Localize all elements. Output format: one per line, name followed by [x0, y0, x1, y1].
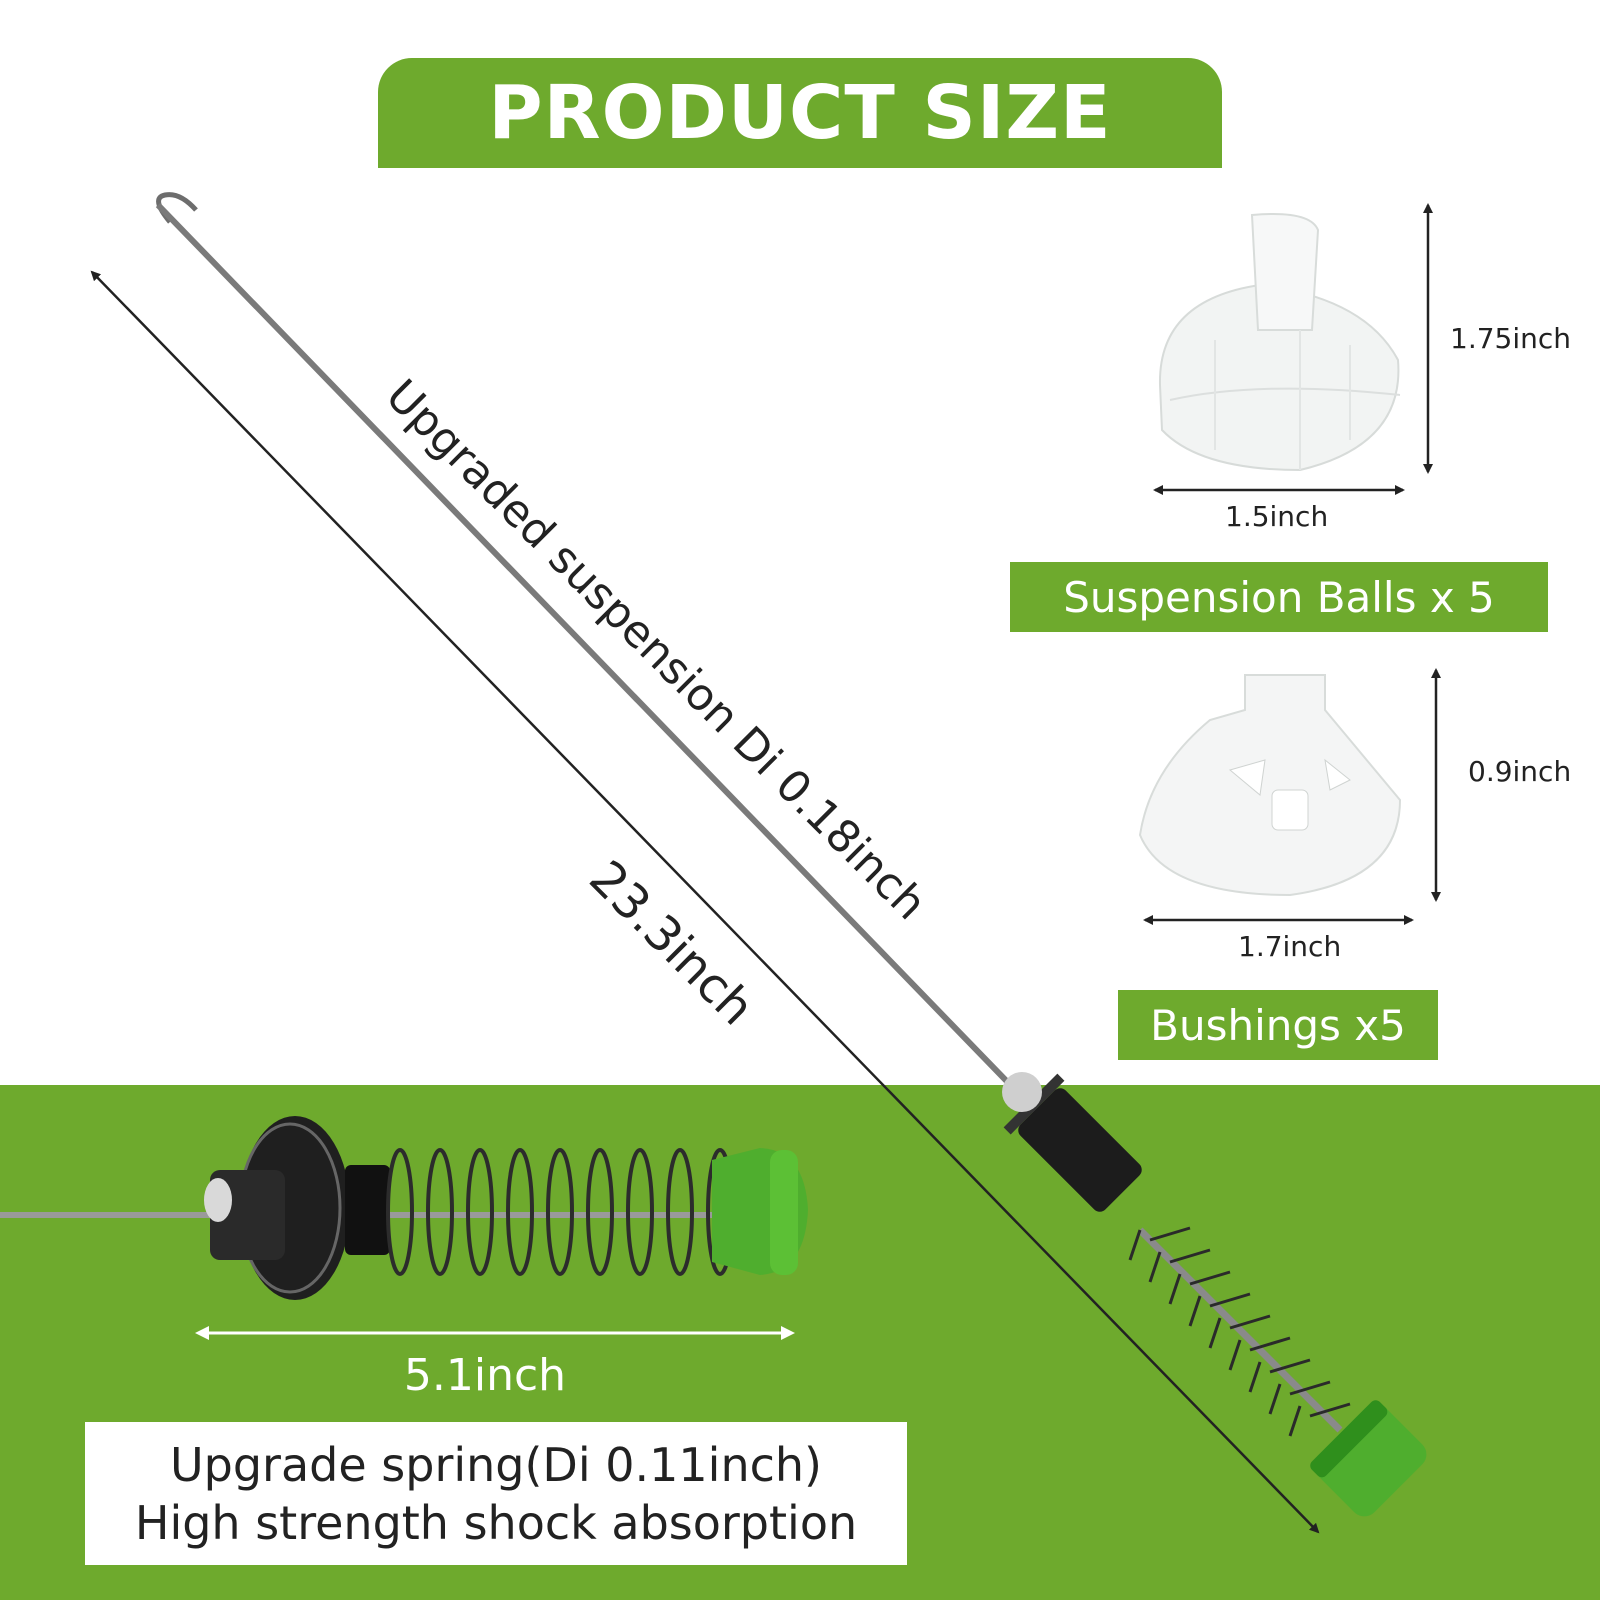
bushings-text: Bushings x5 [1150, 1000, 1406, 1050]
page-title: PRODUCT SIZE [488, 70, 1112, 156]
ball-height-label: 1.75inch [1450, 322, 1572, 355]
suspension-balls-text: Suspension Balls x 5 [1063, 572, 1495, 622]
spring-description-box: Upgrade spring(Di 0.11inch) High strengt… [85, 1422, 907, 1565]
suspension-balls-label: Suspension Balls x 5 [1010, 562, 1548, 632]
ball-width-label: 1.5inch [1225, 500, 1329, 533]
spring-assembly-icon [0, 1116, 808, 1300]
bushing-icon [1138, 674, 1402, 897]
bushing-width-label: 1.7inch [1238, 930, 1342, 963]
suspension-ball-icon [1158, 213, 1401, 472]
spring-description-line2: High strength shock absorption [134, 1495, 858, 1550]
title-banner: PRODUCT SIZE [378, 58, 1222, 168]
bushings-label: Bushings x5 [1118, 990, 1438, 1060]
bushing-height-label: 0.9inch [1468, 755, 1572, 788]
spring-length-label: 5.1inch [403, 1350, 567, 1401]
rod-length-arrow [90, 270, 1320, 1534]
spring-description-line1: Upgrade spring(Di 0.11inch) [169, 1437, 823, 1492]
